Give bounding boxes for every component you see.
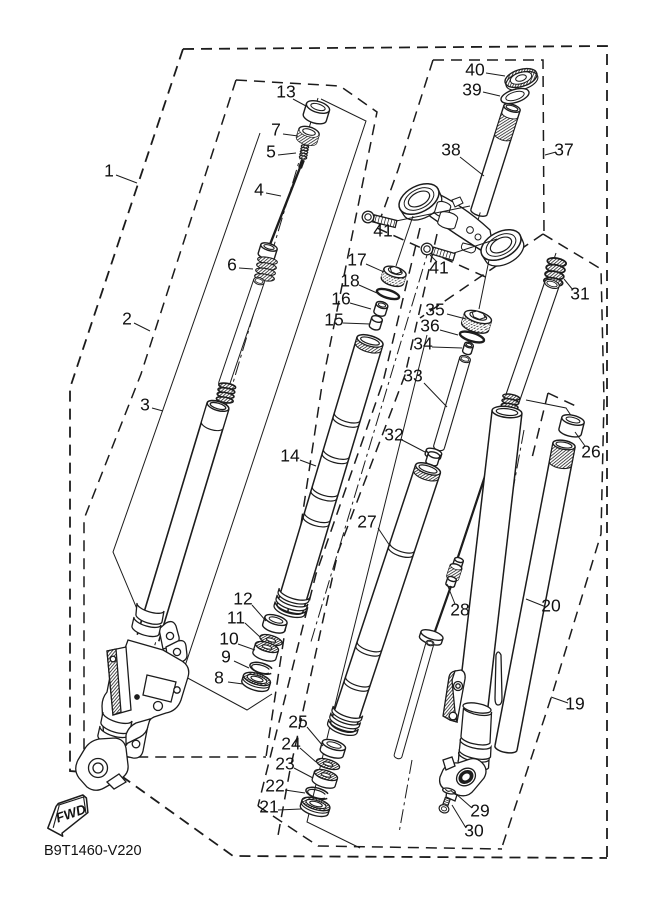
svg-text:7: 7 bbox=[271, 120, 281, 140]
svg-text:37: 37 bbox=[554, 140, 573, 160]
svg-text:15: 15 bbox=[324, 310, 343, 330]
svg-text:30: 30 bbox=[464, 821, 484, 841]
svg-text:10: 10 bbox=[219, 629, 239, 649]
svg-text:11: 11 bbox=[227, 608, 245, 628]
svg-text:3: 3 bbox=[140, 395, 150, 415]
svg-text:22: 22 bbox=[265, 776, 284, 796]
svg-text:25: 25 bbox=[288, 712, 307, 732]
svg-text:13: 13 bbox=[276, 82, 295, 102]
svg-text:1: 1 bbox=[104, 161, 114, 181]
svg-text:41: 41 bbox=[429, 258, 448, 278]
svg-text:8: 8 bbox=[214, 668, 224, 688]
svg-text:26: 26 bbox=[581, 442, 600, 462]
svg-text:34: 34 bbox=[413, 334, 433, 354]
svg-text:24: 24 bbox=[281, 734, 301, 754]
svg-text:32: 32 bbox=[384, 425, 403, 445]
svg-text:41: 41 bbox=[373, 221, 392, 241]
svg-text:21: 21 bbox=[259, 797, 278, 817]
svg-text:18: 18 bbox=[340, 271, 359, 291]
svg-text:29: 29 bbox=[470, 801, 489, 821]
svg-text:35: 35 bbox=[425, 300, 444, 320]
svg-text:20: 20 bbox=[541, 596, 561, 616]
svg-text:B9T1460-V220: B9T1460-V220 bbox=[44, 843, 142, 859]
svg-text:38: 38 bbox=[441, 140, 460, 160]
svg-text:16: 16 bbox=[331, 289, 350, 309]
svg-text:27: 27 bbox=[357, 512, 376, 532]
svg-text:36: 36 bbox=[420, 316, 439, 336]
svg-text:4: 4 bbox=[254, 180, 264, 200]
svg-text:28: 28 bbox=[450, 600, 469, 620]
svg-text:2: 2 bbox=[122, 309, 132, 329]
svg-text:17: 17 bbox=[347, 250, 366, 270]
svg-text:5: 5 bbox=[266, 142, 276, 162]
svg-text:23: 23 bbox=[275, 754, 294, 774]
svg-text:39: 39 bbox=[462, 80, 481, 100]
svg-text:19: 19 bbox=[565, 694, 584, 714]
svg-text:9: 9 bbox=[221, 647, 231, 667]
svg-text:33: 33 bbox=[403, 366, 422, 386]
svg-text:14: 14 bbox=[280, 446, 300, 466]
svg-text:6: 6 bbox=[227, 255, 237, 275]
svg-text:40: 40 bbox=[465, 60, 485, 80]
svg-text:12: 12 bbox=[233, 589, 252, 609]
svg-text:31: 31 bbox=[570, 284, 589, 304]
